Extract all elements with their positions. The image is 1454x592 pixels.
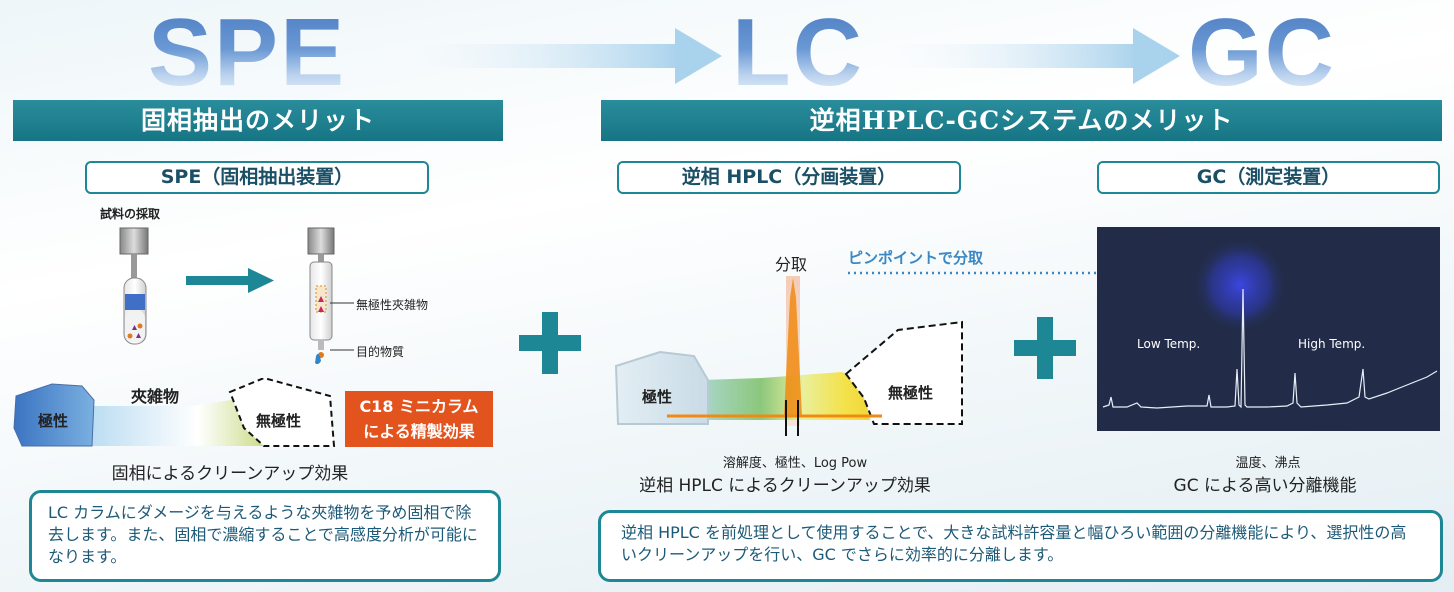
spe-cleanup-band (13, 378, 336, 447)
process-arrow (186, 268, 274, 293)
plus-icon (519, 312, 581, 374)
hplc-polar-label: 極性 (642, 388, 673, 406)
gc-sub-header: GC（測定装置） (1097, 161, 1440, 194)
hplc-sub-header: 逆相 HPLC（分画装置） (617, 161, 961, 194)
c18-line2: による精製効果 (363, 422, 475, 441)
low-temp-label: Low Temp. (1137, 337, 1201, 351)
target-substance-label: 目的物質 (356, 345, 405, 359)
plus-icon-2 (1014, 317, 1076, 379)
spe-polar-label: 極性 (38, 412, 69, 430)
high-temp-label: High Temp. (1298, 337, 1366, 351)
spe-sub-header: SPE（固相抽出装置） (85, 161, 429, 194)
gc-separation-caption: GC による高い分離機能 (1173, 476, 1357, 496)
flow-step-lc: LC (732, 0, 864, 106)
c18-minicolumn-badge: C18 ミニカラム による精製効果 (345, 391, 493, 447)
hplc-gc-description: 逆相 HPLC を前処理として使用することで、大きな試料許容量と幅ひろい範囲の分… (598, 510, 1443, 582)
hplc-cleanup-band (614, 276, 963, 436)
impurities-label: 夾雑物 (131, 387, 180, 406)
gc-chromatogram-panel: Low Temp. High Temp. (1097, 227, 1440, 431)
gc-axis-caption: 温度、沸点 (1235, 456, 1301, 471)
spe-merit-bar: 固相抽出のメリット (13, 100, 503, 141)
flow-arrow-2 (868, 28, 1180, 84)
fraction-label: 分取 (775, 255, 808, 274)
hplc-nonpolar-label: 無極性 (888, 384, 934, 402)
hplc-cleanup-caption: 逆相 HPLC によるクリーンアップ効果 (639, 476, 931, 496)
flow-arrow-1 (370, 28, 722, 84)
label-leaders (330, 302, 354, 351)
gc-chromatogram (1102, 237, 1438, 409)
hplc-axis-caption: 溶解度、極性、Log Pow (722, 456, 868, 471)
flow-step-gc: GC (1188, 0, 1336, 106)
c18-line1: C18 ミニカラム (359, 397, 479, 416)
spe-nonpolar-label: 無極性 (256, 412, 302, 430)
spe-cleanup-caption: 固相によるクリーンアップ効果 (111, 464, 349, 484)
spe-cartridge-before (119, 227, 149, 345)
pinpoint-label: ピンポイントで分取 (848, 249, 984, 267)
spe-cartridge-after (307, 227, 335, 365)
hplc-gc-merit-bar: 逆相HPLC-GCシステムのメリット (601, 100, 1442, 141)
nonpolar-impurity-label: 無極性夾雑物 (356, 298, 429, 312)
spe-description: LC カラムにダメージを与えるような夾雑物を予め固相で除去します。また、固相で濃… (29, 490, 501, 582)
flow-step-spe: SPE (148, 0, 347, 106)
sampling-label: 試料の採取 (100, 207, 161, 221)
